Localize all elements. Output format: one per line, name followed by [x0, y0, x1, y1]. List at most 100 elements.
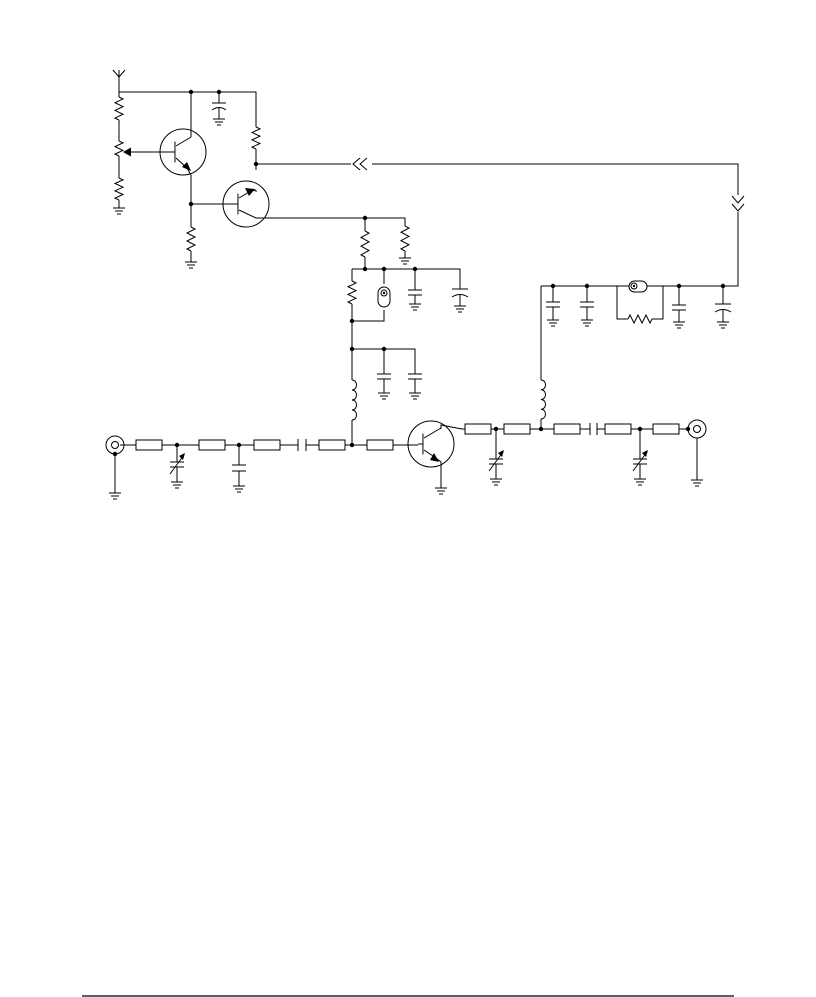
junction-dot	[216, 89, 222, 95]
bias-transistor-collector	[175, 136, 192, 147]
potentiometer	[113, 140, 125, 157]
coupling-capacitor	[297, 439, 307, 451]
rf-transistor-emitter	[423, 449, 442, 488]
junction-dot	[188, 201, 194, 207]
choke-inductor	[540, 379, 546, 420]
ground-symbol	[171, 481, 183, 489]
variable-capacitor-arrowhead	[642, 450, 648, 457]
resistors	[113, 96, 680, 451]
junction-dot	[112, 451, 118, 457]
junction-dot	[685, 426, 691, 432]
feedback-line-break	[731, 195, 745, 212]
capacitor-plate	[714, 309, 732, 313]
stripline-element	[464, 423, 492, 435]
wire	[616, 286, 664, 320]
rf-transistor-body	[407, 420, 455, 468]
stripline-element	[198, 439, 226, 451]
stripline-element	[366, 439, 394, 451]
coaxial-bias-element-center	[632, 284, 636, 288]
ground-symbol	[490, 478, 502, 486]
stripline-element	[135, 439, 163, 451]
stripline-element	[253, 439, 281, 451]
ground-symbols	[109, 118, 729, 500]
junction-dot	[412, 266, 418, 272]
ground-symbol	[673, 321, 685, 329]
ground-symbol	[435, 487, 447, 495]
ground-symbol	[581, 319, 593, 327]
connectors	[105, 69, 745, 493]
feedback-line-break	[352, 157, 368, 171]
output-connector-pin	[693, 425, 701, 433]
resistor	[399, 225, 411, 252]
capacitors	[169, 102, 732, 486]
stripline-element	[503, 423, 531, 435]
wire	[119, 91, 257, 127]
ground-symbol	[409, 392, 421, 400]
ground-symbol	[233, 485, 245, 493]
ground-symbol	[409, 303, 421, 311]
wire	[351, 269, 385, 322]
wire	[352, 268, 461, 289]
input-connector-pin	[111, 441, 119, 449]
junction-dot	[188, 89, 194, 95]
regulator-transistor-collector	[238, 209, 261, 219]
ground-symbol	[454, 305, 466, 313]
potentiometer-arrow	[123, 147, 131, 157]
ground-symbol	[378, 392, 390, 400]
regulator-transistor-arrow	[245, 188, 255, 196]
stripline-element	[318, 439, 346, 451]
wire	[372, 163, 739, 195]
bias-transistor-arrow	[182, 162, 191, 171]
junction-dot	[637, 426, 643, 432]
stripline-element	[553, 423, 581, 435]
junction-dot	[362, 266, 368, 272]
ground-symbol	[113, 207, 125, 215]
junction-dot	[550, 283, 556, 289]
junction-dot	[253, 161, 259, 167]
output-connector	[687, 419, 707, 439]
capacitor-plate	[451, 294, 469, 298]
ground-symbol	[547, 319, 559, 327]
junction-dot	[349, 318, 355, 324]
variable-capacitor-arrowhead	[179, 453, 185, 460]
resistor	[113, 96, 125, 121]
stripline-element	[604, 423, 632, 435]
ground-symbol	[717, 321, 729, 329]
junction-dot	[381, 346, 387, 352]
coaxial-bias-element-core	[630, 282, 638, 290]
coaxial-bias-element-core	[380, 289, 388, 297]
resistor	[346, 280, 358, 305]
ground-symbol	[213, 118, 225, 126]
junction-dots	[112, 89, 726, 457]
ground-symbol	[399, 257, 411, 265]
ground-symbol	[185, 261, 197, 269]
wire	[541, 212, 739, 287]
variable-capacitor-arrowhead	[498, 450, 504, 457]
junction-dot	[584, 283, 590, 289]
coupling-capacitor	[589, 423, 598, 435]
junction-dot	[349, 346, 355, 352]
wire	[255, 149, 351, 170]
resistor	[359, 230, 371, 258]
ground-symbol	[109, 492, 121, 500]
rf-transistor-arrow	[430, 453, 439, 462]
inductors	[351, 379, 546, 421]
junction-dot	[720, 283, 726, 289]
junction-dot	[493, 426, 499, 432]
resistor	[113, 177, 125, 201]
ground-symbol	[634, 478, 646, 486]
junction-dot	[381, 266, 387, 272]
transistors	[154, 128, 455, 488]
coaxial-bias-element-center	[382, 291, 386, 295]
wire	[261, 217, 406, 226]
junction-dot	[362, 215, 368, 221]
wires	[118, 91, 739, 465]
capacitor-plate	[211, 107, 227, 111]
rf-transistor-collector	[423, 427, 442, 439]
coaxial-bias-element	[628, 280, 648, 293]
ground-symbol	[691, 479, 703, 487]
junction-dot	[676, 283, 682, 289]
junction-dot	[538, 426, 544, 432]
junction-dot	[236, 442, 242, 448]
